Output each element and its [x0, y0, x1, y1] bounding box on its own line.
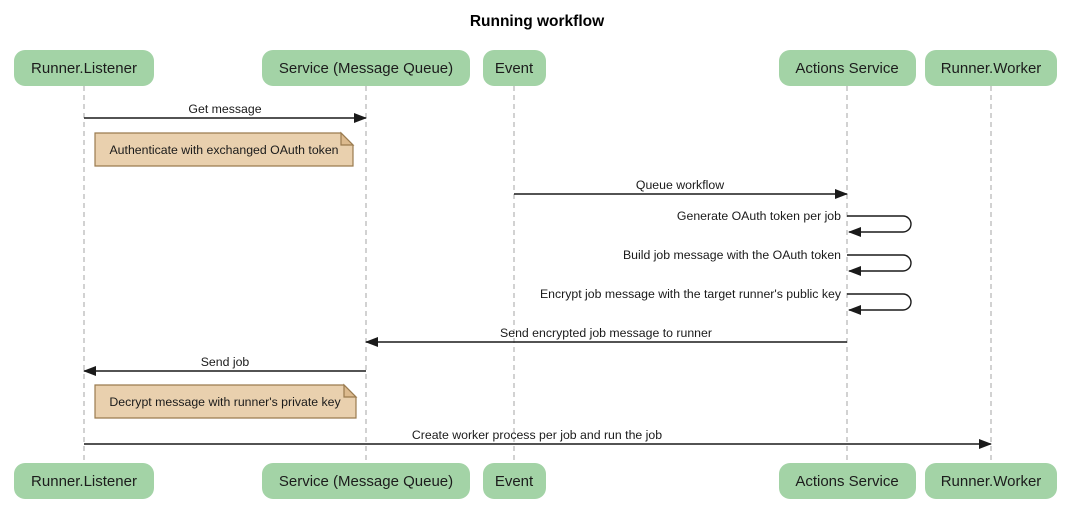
participant-label-runner-worker-top: Runner.Worker	[941, 60, 1042, 77]
message-label-get-message: Get message	[188, 102, 261, 116]
participant-box-runner-worker-bottom	[925, 463, 1057, 499]
participant-box-runner-listener-bottom	[14, 463, 154, 499]
self-message-label-generate-oauth-token: Generate OAuth token per job	[677, 209, 841, 223]
participant-label-actions-service-top: Actions Service	[795, 60, 898, 77]
note-decrypt-shape	[94, 384, 357, 419]
note-authenticate-label: Authenticate with exchanged OAuth token	[109, 143, 338, 157]
self-message-arrow-generate-oauth-token	[847, 215, 912, 237]
participant-label-event-top: Event	[495, 60, 534, 77]
participant-box-runner-listener-top	[14, 50, 154, 86]
message-label-send-encrypted-job-message: Send encrypted job message to runner	[500, 326, 712, 340]
diagram-title: Running workflow	[470, 13, 605, 30]
participant-label-runner-worker-bottom: Runner.Worker	[941, 473, 1042, 490]
participant-box-event-bottom	[483, 463, 546, 499]
participant-label-event-bottom: Event	[495, 473, 534, 490]
participant-box-actions-service-top	[779, 50, 916, 86]
message-label-queue-workflow: Queue workflow	[636, 178, 724, 192]
self-message-arrow-build-job-message	[847, 254, 912, 276]
note-authenticate-fold	[340, 131, 355, 146]
participant-box-service-message-queue-top	[262, 50, 470, 86]
participant-label-runner-listener-top: Runner.Listener	[31, 60, 137, 77]
participant-box-event-top	[483, 50, 546, 86]
note-decrypt-fold	[343, 383, 358, 398]
self-message-label-build-job-message: Build job message with the OAuth token	[623, 248, 841, 262]
participants-top-row: Runner.Listener Service (Message Queue) …	[14, 50, 1057, 86]
participant-label-service-message-queue-bottom: Service (Message Queue)	[279, 473, 453, 490]
participant-label-service-message-queue-top: Service (Message Queue)	[279, 60, 453, 77]
participant-box-service-message-queue-bottom	[262, 463, 470, 499]
self-message-label-encrypt-job-message: Encrypt job message with the target runn…	[540, 287, 842, 301]
note-authenticate: Authenticate with exchanged OAuth token	[94, 131, 355, 167]
self-message-arrow-encrypt-job-message	[847, 293, 912, 315]
note-decrypt-label: Decrypt message with runner's private ke…	[109, 395, 341, 409]
message-label-create-worker-process: Create worker process per job and run th…	[412, 428, 662, 442]
participant-box-actions-service-bottom	[779, 463, 916, 499]
message-label-send-job: Send job	[201, 355, 250, 369]
participant-label-runner-listener-bottom: Runner.Listener	[31, 473, 137, 490]
note-authenticate-shape	[94, 132, 354, 167]
note-decrypt: Decrypt message with runner's private ke…	[94, 383, 358, 419]
participants-bottom-row: Runner.Listener Service (Message Queue) …	[14, 463, 1057, 499]
participant-label-actions-service-bottom: Actions Service	[795, 473, 898, 490]
participant-box-runner-worker-top	[925, 50, 1057, 86]
